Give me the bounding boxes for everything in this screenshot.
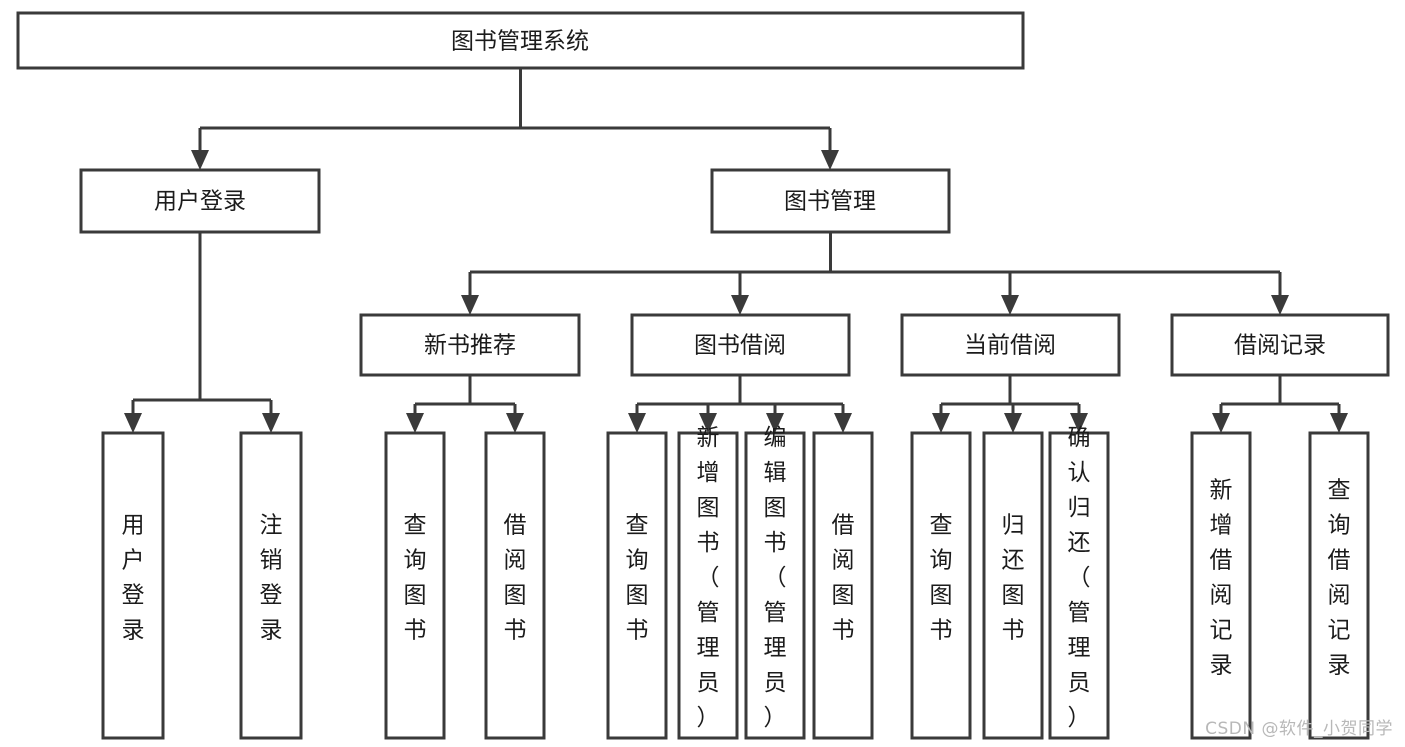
node-query-book-2-label: 查询图书 <box>626 513 649 644</box>
node-add-book-admin-box[interactable] <box>677 431 739 740</box>
node-new-book-recommend[interactable]: 新书推荐 <box>359 313 581 377</box>
node-borrow-book-2-box[interactable] <box>812 431 874 740</box>
node-query-borrow-record-label: 查询借阅记录 <box>1328 478 1351 679</box>
arrow-head-query-borrow-record <box>1330 413 1348 433</box>
node-borrow-book-2-label: 借阅图书 <box>832 513 855 644</box>
node-query-book-1-label: 查询图书 <box>404 513 427 644</box>
arrow-head-current-borrow <box>1001 295 1019 315</box>
node-borrow-record-box[interactable] <box>1170 313 1390 377</box>
connector-bookborrow-to-leaves <box>635 375 845 415</box>
node-add-book-admin-label: 新增图书（管理员） <box>697 425 720 731</box>
node-user-logout-label: 注销登录 <box>260 513 283 644</box>
arrow-head-query-book-3 <box>932 413 950 433</box>
node-new-book-recommend-label: 新书推荐 <box>424 333 516 359</box>
connector-layer <box>124 68 1348 433</box>
node-confirm-return-admin-box[interactable] <box>1048 431 1110 740</box>
arrow-head-user-logout <box>262 413 280 433</box>
node-add-borrow-record-label: 新增借阅记录 <box>1210 478 1233 679</box>
leaf-layer <box>101 431 1370 740</box>
arrow-head-confirm-return-admin <box>1070 413 1088 433</box>
node-edit-book-admin-box[interactable] <box>744 431 806 740</box>
node-book-manage-label: 图书管理 <box>784 189 876 215</box>
node-query-book-2-box[interactable] <box>606 431 668 740</box>
node-user-login[interactable]: 用户登录 <box>79 168 321 234</box>
node-return-book-label: 归还图书 <box>1002 513 1025 644</box>
arrow-head-query-book-2 <box>628 413 646 433</box>
arrow-head-query-book-1 <box>406 413 424 433</box>
arrow-head-borrow-record <box>1271 295 1289 315</box>
node-root-box[interactable] <box>16 11 1025 70</box>
node-root[interactable]: 图书管理系统 <box>16 11 1025 70</box>
node-query-book-3-box[interactable] <box>910 431 972 740</box>
node-book-borrow[interactable]: 图书借阅 <box>630 313 851 377</box>
node-new-book-recommend-box[interactable] <box>359 313 581 377</box>
arrow-head-book-borrow <box>731 295 749 315</box>
arrow-head-borrow-book-2 <box>834 413 852 433</box>
node-book-borrow-label: 图书借阅 <box>694 333 786 359</box>
arrow-head-borrow-book-1 <box>506 413 524 433</box>
connector-user-login-to-leaves <box>131 232 273 415</box>
node-user-login-do-box[interactable] <box>101 431 165 740</box>
arrow-head-new-book-recommend <box>461 295 479 315</box>
arrow-head-user-login-do <box>124 413 142 433</box>
connector-borrowrecord-to-leaves <box>1219 375 1341 415</box>
node-book-manage[interactable]: 图书管理 <box>710 168 951 234</box>
node-user-login-box[interactable] <box>79 168 321 234</box>
connector-currentborrow-to-leaves <box>939 375 1081 415</box>
node-borrow-book-1-box[interactable] <box>484 431 546 740</box>
arrow-head-return-book <box>1004 413 1022 433</box>
node-current-borrow[interactable]: 当前借阅 <box>900 313 1121 377</box>
connector-root-to-level2 <box>198 68 832 152</box>
node-edit-book-admin-label: 编辑图书（管理员） <box>764 425 787 731</box>
node-borrow-book-1-label: 借阅图书 <box>504 513 527 644</box>
node-book-manage-box[interactable] <box>710 168 951 234</box>
node-query-book-1-box[interactable] <box>384 431 446 740</box>
node-current-borrow-box[interactable] <box>900 313 1121 377</box>
node-user-login-label: 用户登录 <box>154 189 246 215</box>
node-borrow-record-label: 借阅记录 <box>1234 333 1326 359</box>
connector-recommend-to-leaves <box>413 375 517 415</box>
node-add-borrow-record-box[interactable] <box>1190 431 1252 740</box>
node-book-borrow-box[interactable] <box>630 313 851 377</box>
node-query-book-3-label: 查询图书 <box>930 513 953 644</box>
connector-book-manage-to-level3 <box>468 232 1282 297</box>
node-current-borrow-label: 当前借阅 <box>964 333 1056 359</box>
arrow-head-add-borrow-record <box>1212 413 1230 433</box>
arrow-head-add-book-admin <box>699 413 717 433</box>
node-query-borrow-record-box[interactable] <box>1308 431 1370 740</box>
node-return-book-box[interactable] <box>982 431 1044 740</box>
node-borrow-record[interactable]: 借阅记录 <box>1170 313 1390 377</box>
arrow-head-user-login <box>191 150 209 170</box>
leaf-label-layer: 用户登录 注销登录 查询图书 借阅图书 查询图书 新增图书（管理员） 编辑图书（… <box>122 425 1351 731</box>
node-confirm-return-admin-label: 确认归还（管理员） <box>1068 425 1091 731</box>
arrow-head-edit-book-admin <box>766 413 784 433</box>
node-root-label: 图书管理系统 <box>451 29 589 55</box>
node-user-logout-box[interactable] <box>239 431 303 740</box>
arrow-head-book-manage <box>821 150 839 170</box>
node-user-login-do-label: 用户登录 <box>122 513 145 644</box>
